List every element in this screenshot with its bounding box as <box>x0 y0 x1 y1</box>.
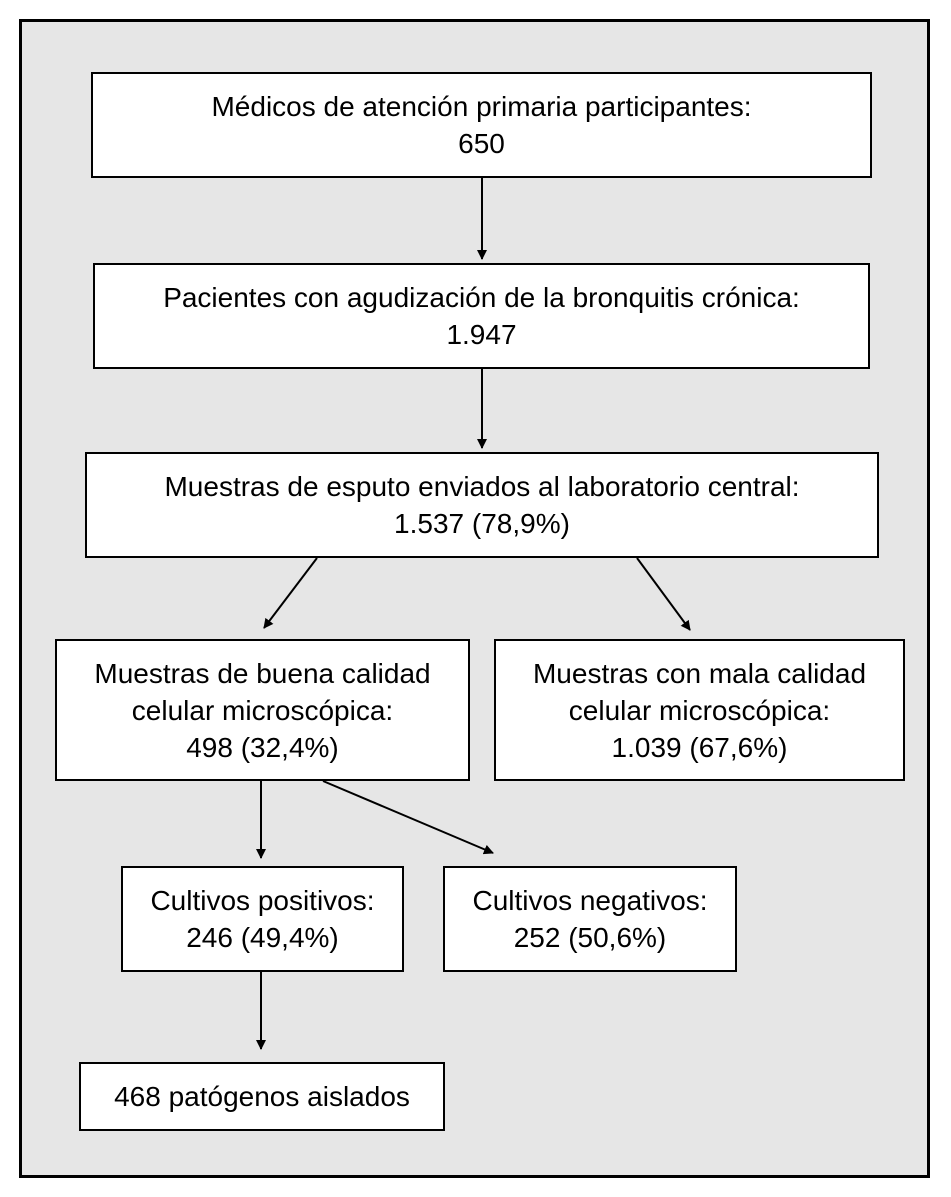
box-label-cont: celular microscópica: <box>568 694 831 726</box>
box-value: 246 (49,4%) <box>186 922 339 953</box>
box-medicos-participantes: Médicos de atención primaria participant… <box>91 72 872 178</box>
box-label: 468 patógenos aislados <box>114 1081 410 1112</box>
box-value: 1.947 <box>446 319 517 350</box>
box-patogenos-aislados: 468 patógenos aislados <box>79 1062 445 1131</box>
arrow-muestras-to-buena <box>263 557 318 629</box>
box-label: Cultivos positivos: <box>150 885 375 916</box>
box-value: 252 (50,6%) <box>513 922 667 953</box>
box-label: Pacientes con agudización de la bronquit… <box>163 282 800 313</box>
box-pacientes-agudizacion: Pacientes con agudización de la bronquit… <box>93 263 870 369</box>
box-value: 1.537 (78,9%) <box>394 508 570 539</box>
box-label: Muestras de buena calidad <box>94 657 431 689</box>
box-label: Médicos de atención primaria participant… <box>211 91 752 122</box>
box-label: Cultivos negativos: <box>472 885 708 916</box>
box-cultivos-negativos: Cultivos negativos: 252 (50,6%) <box>443 866 737 972</box>
box-label: Muestras con mala calidad <box>532 657 867 689</box>
box-value: 650 <box>458 128 505 159</box>
arrow-muestras-to-mala <box>636 557 691 631</box>
box-value: 498 (32,4%) <box>186 731 339 763</box>
box-muestras-mala-calidad: Muestras con mala calidad celular micros… <box>494 639 905 781</box>
box-muestras-buena-calidad: Muestras de buena calidad celular micros… <box>55 639 470 781</box>
diagram-frame <box>19 19 930 1178</box>
box-muestras-esputo: Muestras de esputo enviados al laborator… <box>85 452 879 558</box>
box-cultivos-positivos: Cultivos positivos: 246 (49,4%) <box>121 866 404 972</box>
arrow-buena-to-negativos <box>322 780 494 855</box>
box-label: Muestras de esputo enviados al laborator… <box>164 471 800 502</box>
box-value: 1.039 (67,6%) <box>611 731 788 763</box>
box-label-cont: celular microscópica: <box>131 694 394 726</box>
